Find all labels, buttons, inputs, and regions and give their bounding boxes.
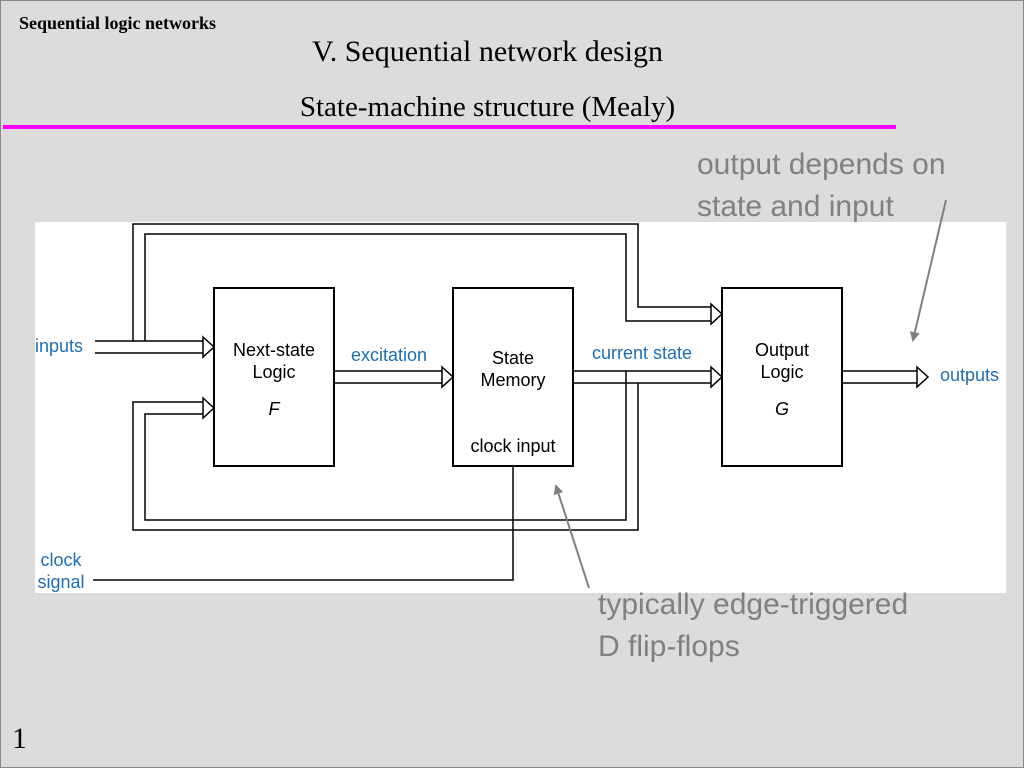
- slide-title: V. Sequential network design: [311, 35, 664, 68]
- inputs-bus: [95, 340, 203, 354]
- inputs-label: inputs: [35, 336, 84, 356]
- state-memory-clock-input-label: clock input: [470, 436, 556, 456]
- mealy-diagram-drawing: [93, 223, 930, 581]
- excitation-bus: [334, 370, 442, 384]
- current-state-bus: [573, 370, 711, 384]
- clock-signal-line: [93, 466, 514, 581]
- inputs-branch-to-output-logic: [132, 223, 711, 341]
- mealy-diagram: inputs excitation current state outputs …: [35, 222, 1006, 593]
- course-title: Sequential logic networks: [19, 13, 217, 33]
- next-state-logic-block: [213, 287, 335, 467]
- excitation-arrowhead: [441, 365, 455, 389]
- next-state-logic-symbol: F: [268, 399, 280, 419]
- current-state-label: current state: [592, 343, 693, 363]
- state-memory-name: State Memory: [480, 348, 546, 390]
- clock-signal-label: clock signal: [37, 550, 85, 592]
- flip-flop-callout: typically edge-triggered D flip-flops: [598, 588, 909, 663]
- current-state-arrowhead: [710, 365, 724, 389]
- inputs-arrowhead: [202, 335, 216, 359]
- state-feedback-bus: [132, 371, 639, 531]
- excitation-label: excitation: [351, 345, 428, 365]
- title-rule: [3, 125, 896, 129]
- next-state-logic-name: Next-state Logic: [232, 340, 316, 382]
- slide-number: 1: [12, 722, 27, 755]
- output-logic-name: Output Logic: [754, 340, 810, 382]
- output-logic-symbol: G: [774, 399, 789, 419]
- output-dependence-callout: output depends on state and input: [697, 148, 946, 223]
- outputs-label: outputs: [940, 365, 1000, 385]
- feedback-arrowhead: [202, 396, 216, 420]
- output-logic-block: [721, 287, 843, 467]
- state-memory-block: [452, 287, 574, 467]
- output-logic-input-arrowhead: [710, 302, 724, 326]
- outputs-arrowhead: [916, 365, 930, 389]
- slide-subtitle: State-machine structure (Mealy): [299, 91, 676, 123]
- outputs-bus: [842, 370, 917, 384]
